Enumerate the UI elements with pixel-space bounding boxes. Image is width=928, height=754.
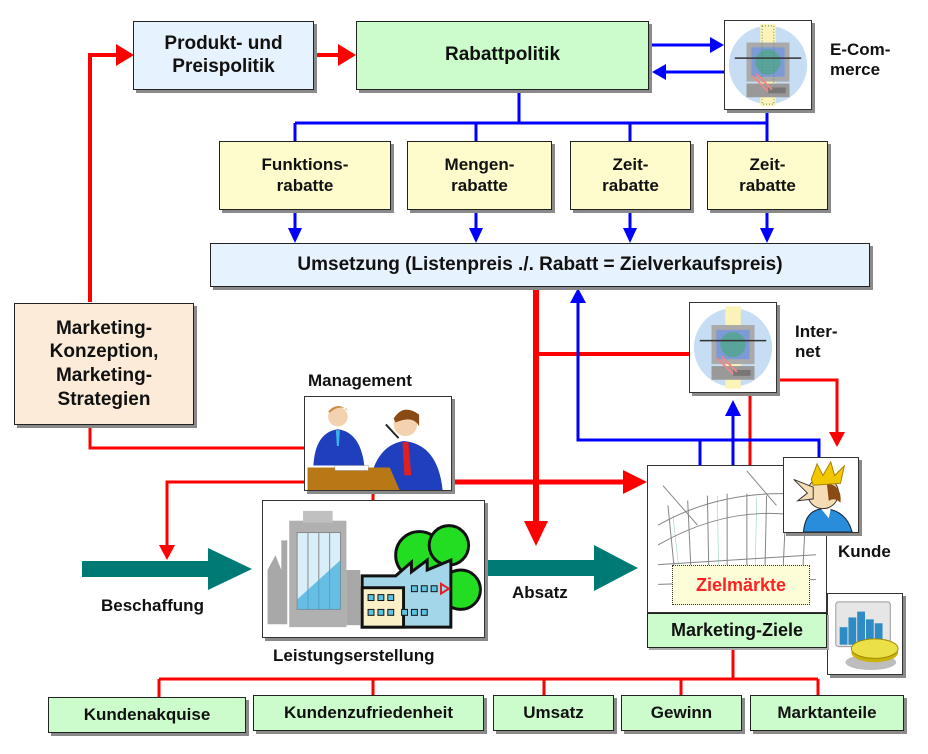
internet-label: Inter- net	[795, 322, 838, 362]
kunde-king-icon	[783, 457, 859, 533]
ecommerce-icon	[724, 20, 812, 110]
flow-konzeption-to-management	[88, 427, 305, 450]
umsetzung-box[interactable]: Umsetzung (Listenpreis ./. Rabatt = Ziel…	[210, 243, 870, 287]
arrowhead	[725, 400, 741, 416]
arrowhead	[829, 432, 845, 447]
ziel-box-marktanteile[interactable]: Marktanteile	[750, 695, 904, 731]
ziel-box-kundenakquise[interactable]: Kundenakquise	[48, 697, 246, 733]
flow-management-to-beschaffung	[165, 480, 305, 548]
management-meeting-icon	[304, 396, 452, 491]
marketing-ziele-box[interactable]: Marketing-Ziele	[647, 613, 827, 648]
produkt-preispolitik-box[interactable]: Produkt- und Preispolitik	[133, 21, 314, 90]
internet-icon	[689, 302, 777, 393]
arrowhead	[338, 44, 356, 66]
flow-konzeption-to-produkt	[88, 53, 118, 302]
beschaffung-label: Beschaffung	[101, 596, 204, 615]
flow-internet-to-kunde	[750, 378, 839, 435]
marketing-konzeption-box[interactable]: Marketing- Konzeption, Marketing- Strate…	[14, 303, 194, 425]
arrowhead	[524, 521, 548, 546]
rabattpolitik-box[interactable]: Rabattpolitik	[356, 21, 649, 90]
leistungserstellung-label: Leistungserstellung	[273, 646, 435, 665]
ziel-box-kundenzufriedenheit[interactable]: Kundenzufriedenheit	[253, 695, 484, 731]
arrowhead	[623, 470, 647, 494]
arrowhead	[710, 37, 724, 53]
rabatt-box-mengenrabatte[interactable]: Mengen- rabatte	[407, 141, 552, 210]
leistungserstellung-factory-icon	[262, 500, 485, 638]
management-label: Management	[308, 371, 412, 390]
flow-rabatte-to-umsetzung	[288, 211, 774, 243]
rabatt-box-zeitrabatte-2[interactable]: Zeit- rabatte	[707, 141, 828, 210]
arrowhead	[652, 64, 666, 80]
teal-arrow-absatz	[486, 545, 638, 591]
ziel-box-umsatz[interactable]: Umsatz	[493, 695, 614, 731]
arrowhead	[159, 545, 175, 560]
absatz-label: Absatz	[512, 583, 568, 602]
rabatt-box-zeitrabatte[interactable]: Zeit- rabatte	[570, 141, 691, 210]
flow-ziele-drops	[157, 679, 820, 697]
arrowhead	[116, 44, 134, 66]
arrowhead	[570, 288, 586, 303]
teal-arrow-beschaffung	[82, 548, 252, 590]
rabatt-box-funktionsrabatte[interactable]: Funktions- rabatte	[219, 141, 391, 210]
ziel-box-gewinn[interactable]: Gewinn	[621, 695, 742, 731]
charts-icon	[827, 593, 903, 675]
zielmaerkte-label: Zielmärkte	[672, 565, 810, 605]
ecommerce-label: E-Com- merce	[830, 40, 891, 80]
kunde-label: Kunde	[838, 542, 891, 561]
